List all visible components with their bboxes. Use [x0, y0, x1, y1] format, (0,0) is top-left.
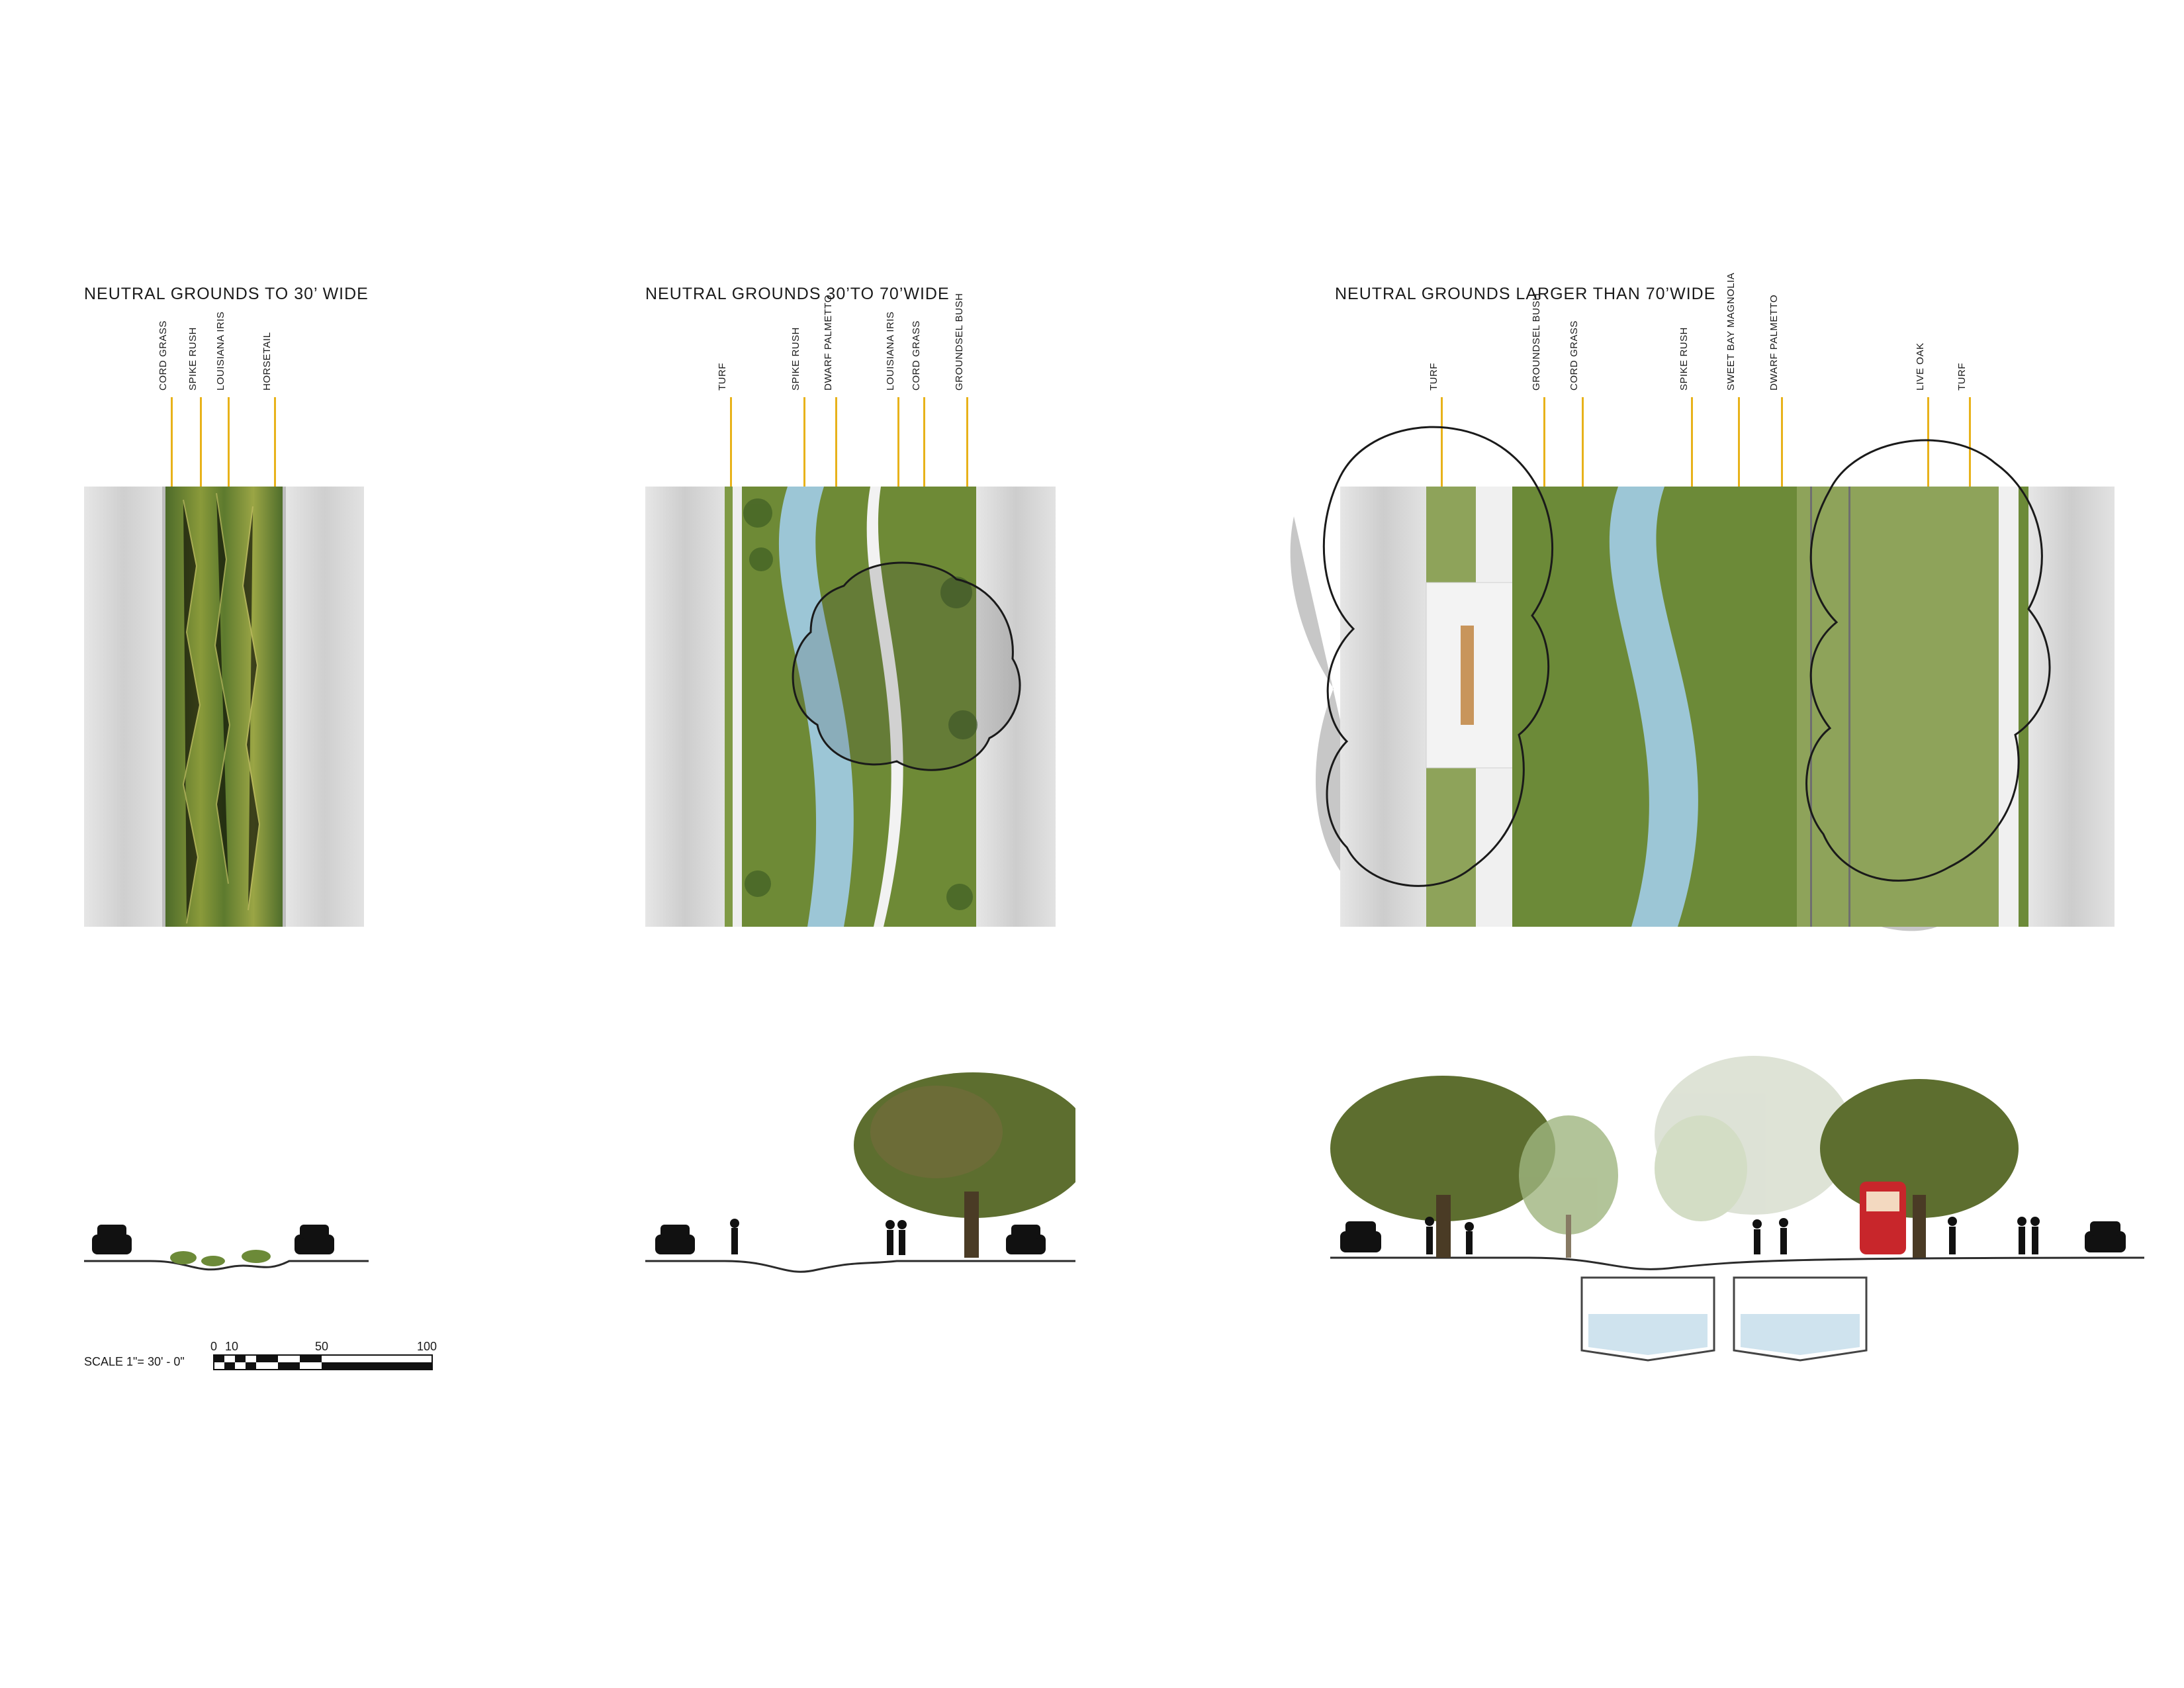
panel-1-leader-1: [171, 397, 173, 490]
panel-1-leader-4: [274, 397, 276, 490]
tree-canopy-outline-2: [1805, 439, 2051, 882]
car-icon-left: [1340, 1221, 1381, 1252]
bioswale-channel: [1609, 487, 1698, 927]
scale-label: SCALE 1"= 30' - 0": [84, 1355, 185, 1368]
panel-1-leader-3: [228, 397, 230, 490]
panel-2-label-6: GROUNDSEL BUSH: [954, 293, 965, 391]
turf-edge-right: [2019, 487, 2028, 927]
panel-2-label-3: DWARF PALMETTO: [823, 294, 834, 391]
panel-1-leader-2: [200, 397, 202, 490]
track-rail-1: [1810, 487, 1812, 927]
streetcar-icon: [1860, 1182, 1906, 1254]
bench: [1461, 626, 1474, 725]
panel-2-title: NEUTRAL GROUNDS 30’TO 70’WIDE: [645, 285, 950, 303]
panel-2-label-5: CORD GRASS: [911, 320, 922, 391]
streetcar-tracks-area: [1797, 487, 1863, 927]
bioswale-channel: [778, 487, 854, 927]
tree-canopy-outline-1: [1322, 426, 1554, 887]
panel-3-label-7: LIVE OAK: [1915, 342, 1926, 391]
plan-view-1: [84, 487, 364, 927]
panel-3-label-2: GROUNDSEL BUSH: [1531, 293, 1542, 391]
panel-3-label-1: TURF: [1428, 363, 1439, 391]
ground-line: [645, 1260, 1075, 1273]
panel-3-title: NEUTRAL GROUNDS LARGER THAN 70’WIDE: [1335, 285, 1716, 303]
scale-tick-50: 50: [315, 1340, 329, 1353]
panel-2-label-4: LOUISIANA IRIS: [885, 311, 896, 391]
ground-line: [84, 1260, 369, 1271]
oak-tree-icon-right: [1820, 1079, 2019, 1258]
section-view-3: [1330, 1056, 2144, 1362]
panel-2-leader-6: [966, 397, 968, 490]
panel-2-label-2: SPIKE RUSH: [790, 327, 801, 391]
section-view-2: [645, 1072, 1075, 1273]
sidewalk-right: [1999, 487, 2019, 927]
panel-3-leader-6: [1781, 397, 1783, 490]
car-icon-left: [655, 1225, 695, 1254]
panel-3-leader-2: [1543, 397, 1545, 490]
oak-tree-icon-left: [1330, 1076, 1555, 1258]
ground-line: [1330, 1256, 2144, 1270]
panel-2-label-1: TURF: [717, 363, 728, 391]
scale-bar: [213, 1354, 433, 1370]
underground-cistern-right: [1733, 1276, 1868, 1362]
panel-1-label-3: LOUISIANA IRIS: [215, 311, 226, 391]
scale-tick-100: 100: [417, 1340, 437, 1353]
panel-3-leader-3: [1582, 397, 1584, 490]
scale-tick-0: 0: [210, 1340, 218, 1353]
plan-view-3: [1290, 426, 2115, 931]
panel-3-leader-8: [1969, 397, 1971, 490]
panel-2-leader-4: [897, 397, 899, 490]
panel-3-leader-5: [1738, 397, 1740, 490]
panel-3-leader-7: [1927, 397, 1929, 490]
car-icon-left: [92, 1225, 132, 1254]
panel-1-label-4: HORSETAIL: [261, 332, 273, 391]
turf-right: [1863, 487, 1999, 927]
curb-left: [162, 487, 165, 927]
road-left: [84, 487, 163, 927]
tree-canopy-outline: [792, 561, 1021, 771]
panel-2-leader-1: [730, 397, 732, 490]
road-right: [285, 487, 364, 927]
oak-tree-icon: [854, 1072, 1075, 1258]
panel-2-leader-5: [923, 397, 925, 490]
plan-view-2: [645, 487, 1056, 927]
panel-3-label-8: TURF: [1956, 363, 1968, 391]
sidewalk: [733, 487, 742, 927]
magnolia-tree-icon: [1519, 1115, 1618, 1258]
panel-3-leader-4: [1691, 397, 1693, 490]
panel-1-label-2: SPIKE RUSH: [187, 327, 199, 391]
panel-1-title: NEUTRAL GROUNDS TO 30’ WIDE: [84, 285, 369, 303]
panel-3-label-3: CORD GRASS: [1569, 320, 1580, 391]
panel-3-leader-1: [1441, 397, 1443, 490]
curb-right: [283, 487, 286, 927]
car-icon-right: [2085, 1221, 2126, 1252]
car-icon-right: [295, 1225, 334, 1254]
section-view-1: [84, 1225, 369, 1271]
panel-3-label-6: DWARF PALMETTO: [1768, 294, 1780, 391]
path-curve: [866, 487, 903, 927]
track-rail-2: [1848, 487, 1850, 927]
panel-2-leader-3: [835, 397, 837, 490]
background-trees: [1655, 1056, 1853, 1221]
pedestrian-icons: [730, 1219, 907, 1255]
panel-3-label-4: SPIKE RUSH: [1678, 327, 1690, 391]
panel-1-label-1: CORD GRASS: [158, 320, 169, 391]
road-left: [1340, 487, 1426, 927]
pedestrian-icons: [1425, 1217, 2040, 1254]
scale-tick-10: 10: [225, 1340, 239, 1353]
road-left: [645, 487, 725, 927]
car-icon-right: [1006, 1225, 1046, 1254]
turf-strip: [725, 487, 733, 927]
grass-plants: [170, 1250, 271, 1266]
panel-3-label-5: SWEET BAY MAGNOLIA: [1725, 272, 1737, 391]
panel-2-leader-2: [803, 397, 805, 490]
underground-cistern-left: [1580, 1276, 1715, 1362]
